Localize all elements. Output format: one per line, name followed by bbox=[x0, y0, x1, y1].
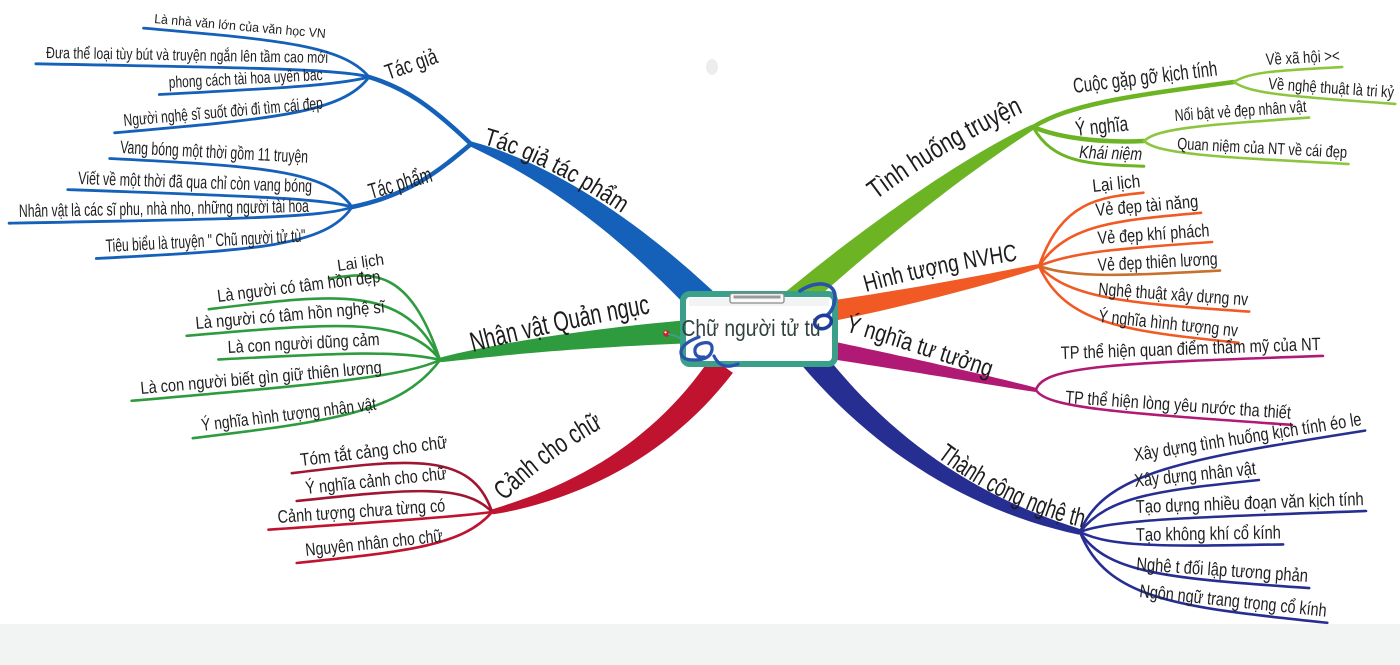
svg-text:Tạo không khí cổ kính: Tạo không khí cổ kính bbox=[1136, 521, 1281, 545]
svg-text:Đưa thể loại tùy bút và truyện: Đưa thể loại tùy bút và truyện ngắn lên … bbox=[46, 43, 328, 67]
svg-text:Về xã hội ><: Về xã hội >< bbox=[1265, 47, 1340, 69]
svg-text:Chữ người tử tù: Chữ người tử tù bbox=[682, 315, 821, 341]
svg-text:Lại lịch: Lại lịch bbox=[1091, 171, 1141, 196]
svg-text:Khái niệm: Khái niệm bbox=[1079, 142, 1143, 164]
svg-text:Lai lịch: Lai lịch bbox=[336, 252, 385, 275]
svg-text:Ý nghĩa: Ý nghĩa bbox=[1074, 113, 1129, 141]
